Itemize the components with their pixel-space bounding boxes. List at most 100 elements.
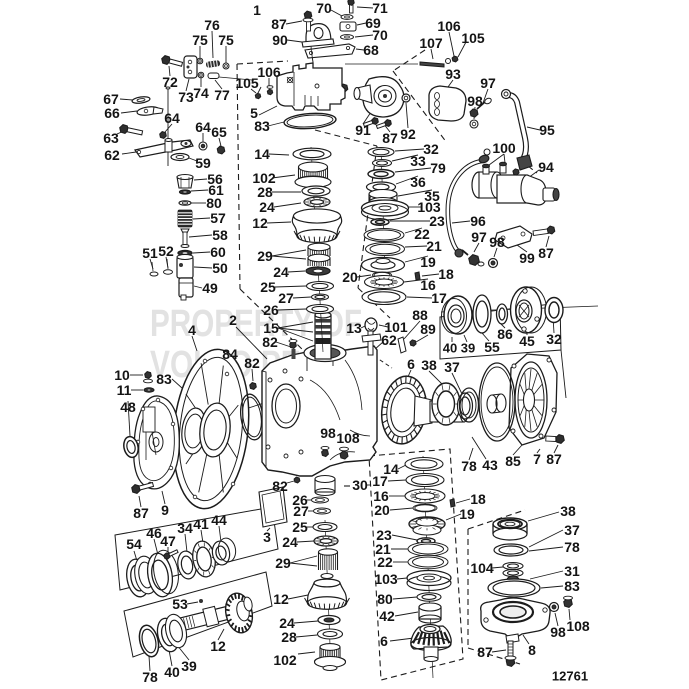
svg-text:5: 5 — [250, 105, 258, 121]
svg-text:64: 64 — [195, 119, 211, 135]
svg-text:76: 76 — [204, 17, 220, 33]
svg-text:44: 44 — [211, 512, 227, 528]
svg-text:87: 87 — [546, 451, 562, 467]
svg-text:89: 89 — [420, 321, 436, 337]
svg-text:17: 17 — [431, 290, 447, 306]
svg-text:37: 37 — [564, 522, 580, 538]
svg-text:101: 101 — [384, 319, 408, 335]
svg-text:102: 102 — [252, 170, 276, 186]
svg-text:12: 12 — [210, 638, 226, 654]
svg-text:8: 8 — [528, 642, 536, 658]
svg-text:47: 47 — [160, 533, 176, 549]
svg-text:20: 20 — [342, 269, 358, 285]
svg-text:78: 78 — [461, 458, 477, 474]
svg-text:108: 108 — [566, 618, 590, 634]
svg-text:50: 50 — [212, 260, 228, 276]
svg-text:31: 31 — [564, 563, 580, 579]
svg-text:73: 73 — [178, 89, 194, 105]
svg-text:60: 60 — [210, 244, 226, 260]
svg-text:52: 52 — [158, 243, 174, 259]
svg-text:87: 87 — [477, 644, 493, 660]
svg-text:40: 40 — [164, 664, 180, 680]
svg-text:97: 97 — [480, 75, 496, 91]
svg-text:93: 93 — [445, 66, 461, 82]
svg-text:75: 75 — [192, 32, 208, 48]
svg-text:54: 54 — [126, 536, 142, 552]
svg-text:24: 24 — [273, 264, 289, 280]
svg-text:71: 71 — [372, 0, 388, 16]
svg-text:98: 98 — [489, 234, 505, 250]
svg-text:103: 103 — [374, 571, 398, 587]
svg-text:85: 85 — [505, 453, 521, 469]
svg-text:26: 26 — [292, 492, 308, 508]
svg-text:38: 38 — [421, 357, 437, 373]
svg-text:87: 87 — [382, 130, 398, 146]
svg-text:75: 75 — [218, 32, 234, 48]
svg-text:27: 27 — [278, 290, 294, 306]
svg-text:90: 90 — [272, 32, 288, 48]
svg-text:7: 7 — [533, 451, 541, 467]
svg-text:80: 80 — [206, 195, 222, 211]
svg-text:87: 87 — [133, 505, 149, 521]
svg-text:103: 103 — [417, 199, 441, 215]
svg-text:18: 18 — [438, 266, 454, 282]
svg-text:12: 12 — [273, 591, 289, 607]
svg-text:78: 78 — [564, 539, 580, 555]
svg-text:68: 68 — [363, 42, 379, 58]
svg-text:25: 25 — [260, 279, 276, 295]
svg-text:56: 56 — [207, 171, 223, 187]
svg-text:57: 57 — [210, 210, 226, 226]
svg-text:88: 88 — [412, 307, 428, 323]
svg-text:39: 39 — [181, 658, 197, 674]
svg-text:24: 24 — [282, 534, 298, 550]
svg-text:53: 53 — [172, 596, 188, 612]
svg-text:30: 30 — [352, 477, 368, 493]
svg-text:70: 70 — [316, 0, 332, 16]
svg-text:23: 23 — [429, 213, 445, 229]
svg-text:25: 25 — [292, 519, 308, 535]
svg-text:74: 74 — [193, 85, 209, 101]
svg-text:107: 107 — [419, 35, 443, 51]
svg-text:42: 42 — [379, 608, 395, 624]
svg-text:18: 18 — [470, 491, 486, 507]
svg-text:22: 22 — [377, 554, 393, 570]
svg-text:55: 55 — [484, 339, 500, 355]
svg-text:46: 46 — [146, 525, 162, 541]
svg-text:14: 14 — [254, 146, 270, 162]
svg-text:23: 23 — [376, 527, 392, 543]
svg-text:29: 29 — [275, 555, 291, 571]
svg-text:29: 29 — [257, 248, 273, 264]
svg-text:15: 15 — [263, 320, 279, 336]
svg-text:72: 72 — [162, 74, 178, 90]
svg-text:87: 87 — [271, 16, 287, 32]
svg-text:61: 61 — [208, 182, 224, 198]
svg-text:62: 62 — [104, 147, 120, 163]
svg-text:12761: 12761 — [552, 669, 588, 684]
svg-text:67: 67 — [103, 91, 119, 107]
svg-text:100: 100 — [492, 140, 516, 156]
svg-text:98: 98 — [320, 425, 336, 441]
svg-text:106: 106 — [437, 18, 461, 34]
svg-text:105: 105 — [461, 30, 485, 46]
svg-text:63: 63 — [103, 130, 119, 146]
svg-text:21: 21 — [426, 238, 442, 254]
svg-text:92: 92 — [400, 126, 416, 142]
svg-text:83: 83 — [564, 578, 580, 594]
svg-text:91: 91 — [355, 122, 371, 138]
svg-text:48: 48 — [120, 399, 136, 415]
svg-text:28: 28 — [257, 184, 273, 200]
svg-text:87: 87 — [538, 245, 554, 261]
svg-text:83: 83 — [156, 371, 172, 387]
svg-text:83: 83 — [254, 118, 270, 134]
svg-text:80: 80 — [377, 591, 393, 607]
svg-text:4: 4 — [188, 322, 196, 338]
svg-text:65: 65 — [211, 124, 227, 140]
svg-text:43: 43 — [482, 457, 498, 473]
svg-text:38: 38 — [560, 503, 576, 519]
svg-text:34: 34 — [177, 520, 193, 536]
svg-text:94: 94 — [538, 159, 554, 175]
svg-text:82: 82 — [262, 334, 278, 350]
svg-text:49: 49 — [202, 280, 218, 296]
svg-text:13: 13 — [346, 320, 362, 336]
svg-text:66: 66 — [104, 105, 120, 121]
